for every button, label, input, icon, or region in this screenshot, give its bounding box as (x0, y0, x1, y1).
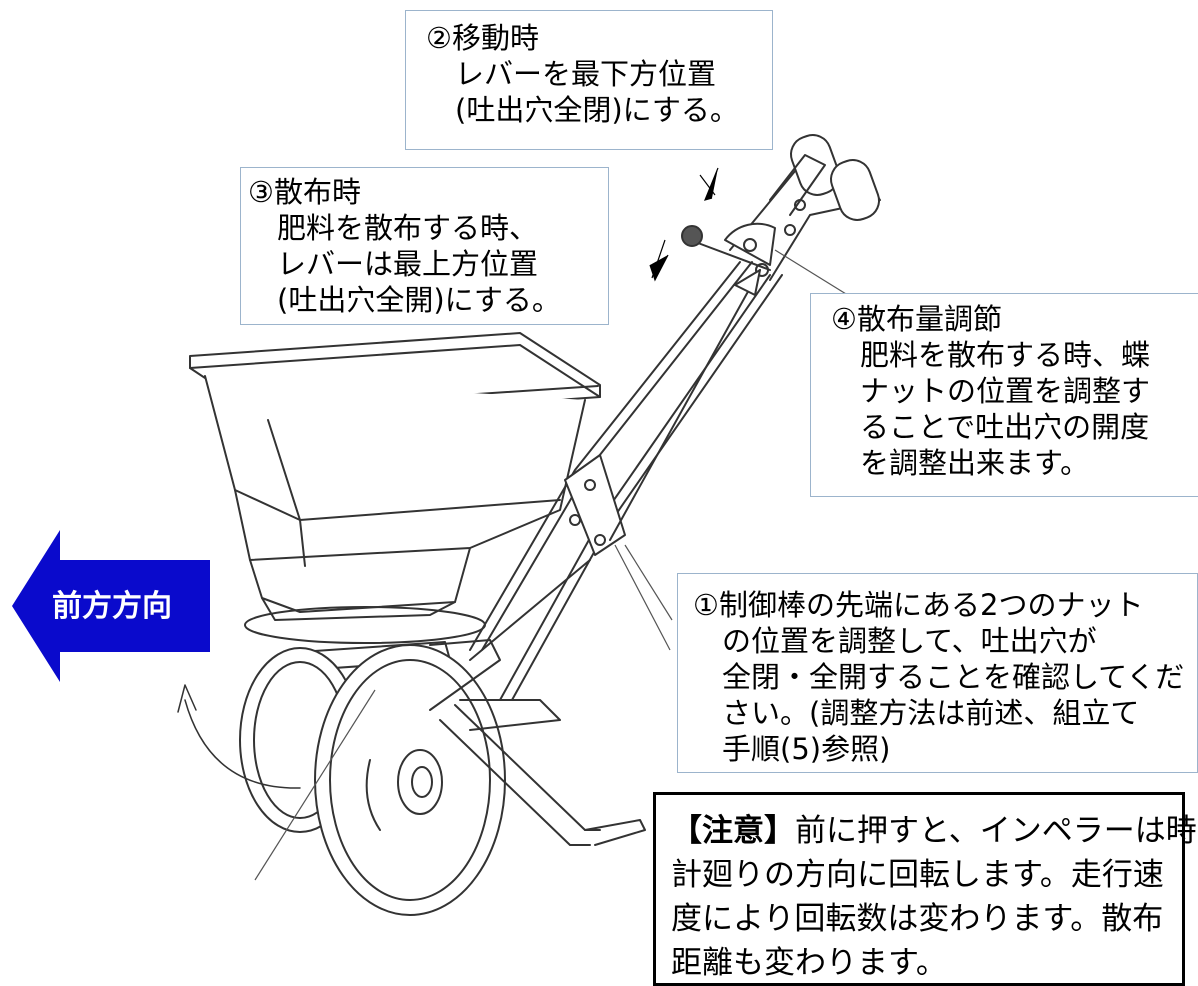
callout-amount-adjustment: ④散布量調節 肥料を散布する時、蝶 ナットの位置を調整す ることで吐出穴の開度 … (810, 293, 1198, 497)
callout-rod-line: さい。(調整方法は前述、組立て (693, 696, 1140, 730)
callout-adjust-line: ④散布量調節 (831, 302, 1002, 336)
forward-arrow-shape (12, 530, 210, 682)
callout-control-rod: ①制御棒の先端にある2つのナット の位置を調整して、吐出穴が 全閉・全開すること… (677, 573, 1198, 773)
control-rod (609, 269, 761, 541)
callout-spreading-line: ③散布時 (248, 175, 361, 209)
caution-text: 前に押すと、インペラーは時 (795, 813, 1197, 849)
leader-lines (254, 167, 881, 881)
caution-line: 計廻りの方向に回転します。走行速 (671, 857, 1164, 893)
callout-spreading-line: (吐出穴全開)にする。 (248, 283, 561, 317)
caution-line: 度により回転数は変わります。散布 (671, 901, 1164, 937)
handle-rail-left (469, 261, 741, 651)
caution-line: 距離も変わります。 (671, 945, 947, 981)
callout-moving-line: ②移動時 (426, 21, 539, 55)
callout-moving-line: レバーを最下方位置 (426, 57, 717, 91)
forward-direction-arrow: 前方方向 (12, 530, 210, 682)
callout-adjust-line: 肥料を散布する時、蝶 (831, 338, 1151, 372)
callout-rod-line: 全閉・全開することを確認してくだ (693, 660, 1185, 694)
callout-spreading-line: レバーは最上方位置 (248, 247, 539, 281)
stand-foot (584, 819, 646, 846)
callout-spreading-line: 肥料を散布する時、 (248, 211, 539, 245)
spreader-illustration (177, 134, 881, 916)
caution-heading: 【注意】 (671, 813, 795, 849)
callout-moving: ②移動時 レバーを最下方位置 (吐出穴全閉)にする。 (405, 10, 773, 150)
wing-nut (681, 225, 703, 247)
callout-moving-line: (吐出穴全閉)にする。 (426, 93, 739, 127)
callout-rod-line: 手順(5)参照) (693, 732, 891, 766)
callout-rod-line: の位置を調整して、吐出穴が (693, 624, 1097, 658)
forward-arrow-label: 前方方向 (52, 589, 172, 624)
caution-first-line: 【注意】前に押すと、インペラーは時 (671, 809, 1197, 853)
callout-adjust-line: ることで吐出穴の開度 (831, 410, 1150, 444)
lever-quadrant (724, 222, 776, 266)
callout-adjust-line: を調整出来ます。 (831, 446, 1090, 480)
callout-spreading: ③散布時 肥料を散布する時、 レバーは最上方位置 (吐出穴全開)にする。 (240, 167, 609, 325)
callout-adjust-line: ナットの位置を調整す (831, 374, 1151, 408)
hopper-body (204, 375, 586, 561)
callout-rod-line: ①制御棒の先端にある2つのナット (693, 588, 1144, 622)
caution-note: 【注意】前に押すと、インペラーは時 計廻りの方向に回転します。走行速 度により回… (653, 792, 1197, 986)
rotation-arrow (184, 699, 301, 789)
